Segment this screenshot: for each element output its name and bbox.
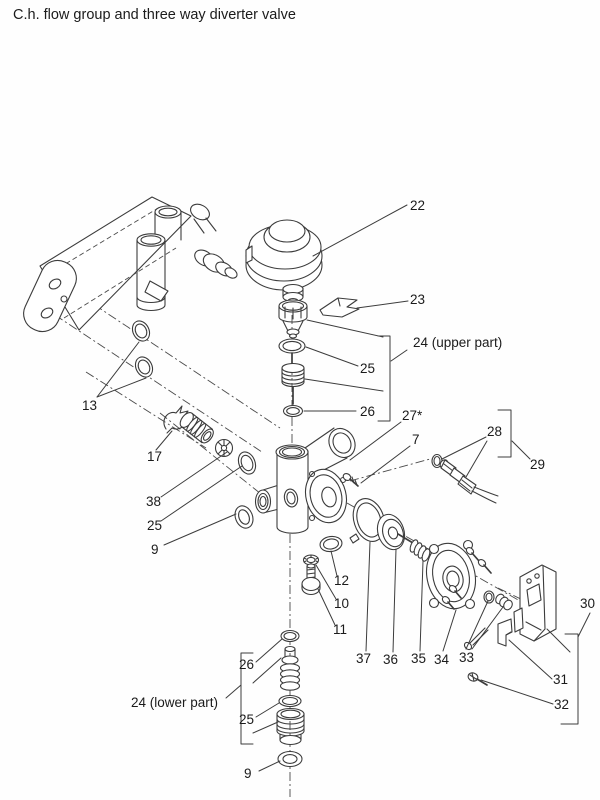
- washer-9-left: [234, 505, 254, 529]
- part-label-29: 29: [530, 457, 545, 472]
- left-flow-parts: [163, 405, 257, 529]
- oring-pair-13: [131, 320, 154, 378]
- part-label-10: 10: [334, 596, 349, 611]
- switch-bracket-31: [497, 618, 513, 647]
- bushing: [495, 593, 513, 611]
- part-label-25-left: 25: [147, 518, 162, 533]
- flow-manifold: [136, 203, 238, 312]
- part-label-31: 31: [553, 672, 568, 687]
- microswitch-30: [513, 564, 557, 642]
- bracket-24-upper: [377, 335, 391, 422]
- spring-shaft-35: [397, 533, 431, 562]
- part-label-32: 32: [554, 697, 569, 712]
- upper-cartridge-24: [278, 299, 308, 418]
- part-label-25-lower: 25: [239, 712, 254, 727]
- sensor-wire: [473, 486, 499, 497]
- part-label-25-upper: 25: [360, 361, 375, 376]
- part-label-37: 37: [356, 651, 371, 666]
- part-label-23: 23: [410, 292, 425, 307]
- oring-25-left: [237, 451, 257, 475]
- part-label-11: 11: [333, 622, 347, 637]
- heat-exchanger: [23, 196, 192, 333]
- screw-11: [301, 563, 321, 596]
- part-labels: 22 23 24 (upper part) 25 26 27* 7 28 29 …: [82, 198, 595, 781]
- part-label-9-lower: 9: [244, 766, 252, 781]
- manifold-nozzle: [144, 280, 169, 302]
- retaining-clip-23: [319, 297, 360, 318]
- part-label-33: 33: [459, 650, 474, 665]
- motor-actuator-22: [245, 219, 323, 305]
- lower-cartridge-24: [276, 629, 305, 768]
- part-label-12: 12: [334, 573, 349, 588]
- screws-33: [441, 547, 513, 651]
- turbine-38: [214, 438, 234, 458]
- part-label-36: 36: [383, 652, 398, 667]
- bracket-30: [560, 633, 579, 725]
- hx-port-bottom: [40, 307, 54, 319]
- part-label-26-lower: 26: [239, 657, 254, 672]
- part-label-28: 28: [487, 424, 502, 439]
- pipe-coupling: [179, 412, 214, 444]
- part-label-13: 13: [82, 398, 97, 413]
- screw-32: [467, 672, 488, 686]
- bracket-29: [497, 409, 512, 458]
- screw-7: [342, 472, 359, 487]
- part-label-35: 35: [411, 651, 426, 666]
- clip-17: [163, 405, 189, 434]
- part-label-24-upper: 24 (upper part): [413, 335, 502, 350]
- part-label-38: 38: [146, 494, 161, 509]
- valve-body-27: [254, 427, 356, 534]
- part-label-34: 34: [434, 652, 450, 667]
- part-label-26-upper: 26: [360, 404, 375, 419]
- part-label-22: 22: [410, 198, 425, 213]
- part-label-9-left: 9: [151, 542, 159, 557]
- part-label-27: 27*: [402, 408, 423, 423]
- part-label-17: 17: [147, 449, 162, 464]
- oring-12: [319, 535, 343, 553]
- sensor-wire: [471, 490, 497, 504]
- page-title: C.h. flow group and three way diverter v…: [13, 7, 296, 23]
- flow-sensor-28: [431, 453, 499, 504]
- bracket-24-lower: [240, 652, 254, 745]
- part-label-30: 30: [580, 596, 595, 611]
- hx-port-top: [48, 278, 62, 290]
- part-label-24-lower: 24 (lower part): [131, 695, 218, 710]
- part-label-7: 7: [412, 432, 420, 447]
- star-washer-10: [302, 554, 320, 566]
- washer-9-lower: [277, 750, 303, 768]
- diaphragm-36: [376, 513, 406, 551]
- leader-lines: [96, 204, 591, 772]
